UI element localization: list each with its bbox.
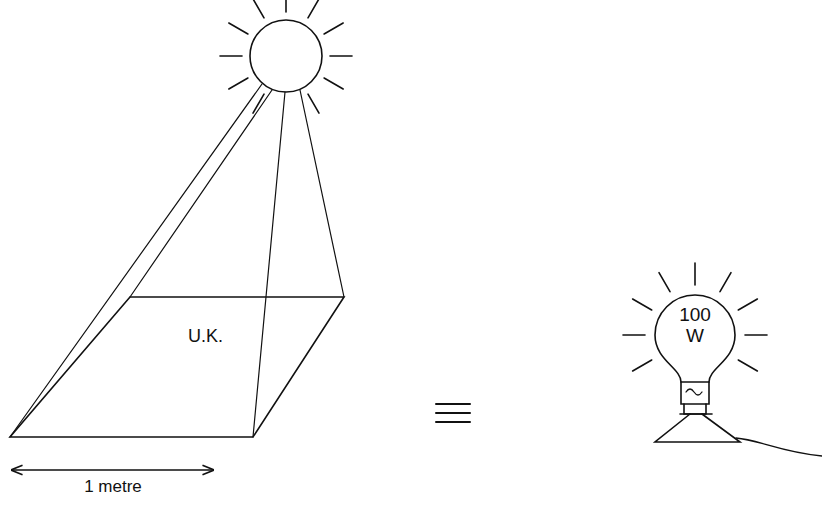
- node-text: 100 W: [679, 305, 711, 347]
- dimension-arrow: [12, 469, 213, 470]
- sun-rays: [220, 0, 352, 113]
- bulb-socket: [655, 382, 822, 456]
- region-plane-outline: [10, 297, 344, 437]
- sun-beams: [10, 84, 344, 437]
- light-bulb: 100 W: [655, 295, 735, 382]
- dimension-label: 1 metre: [84, 477, 142, 497]
- sun-disc: [250, 20, 322, 92]
- bulb-rays: [623, 263, 767, 371]
- region-plane: U.K.: [10, 297, 344, 437]
- equivalence-sign: [436, 404, 470, 422]
- node-text: U.K.: [188, 327, 223, 347]
